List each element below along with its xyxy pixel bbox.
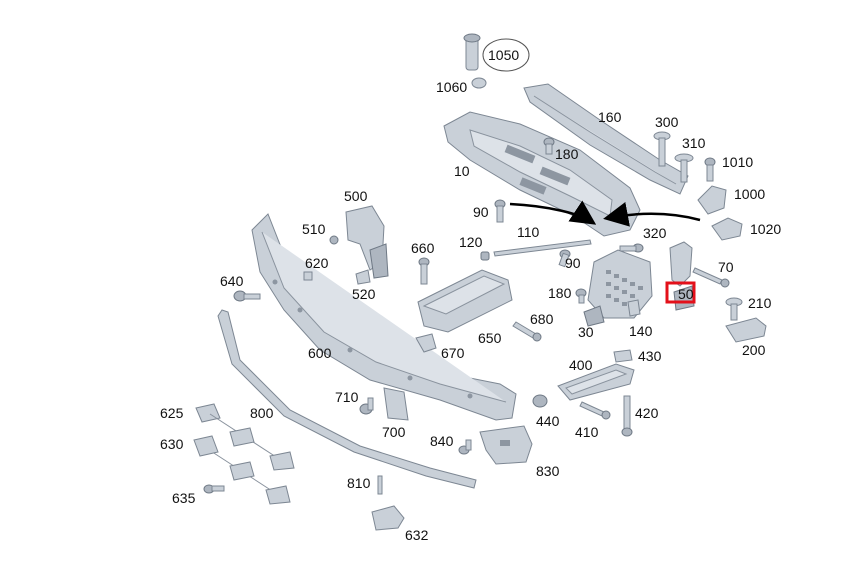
part-320-screw[interactable] [619, 243, 644, 253]
label-600: 600 [308, 345, 332, 361]
part-625-clip[interactable] [195, 403, 221, 423]
label-50: 50 [678, 286, 694, 302]
label-700: 700 [382, 424, 406, 440]
part-620-clip[interactable] [303, 271, 313, 281]
label-1020: 1020 [750, 221, 781, 237]
part-440-nut[interactable] [532, 394, 548, 408]
part-510-washer[interactable] [329, 235, 339, 245]
label-180-lower: 180 [548, 285, 572, 301]
part-50-bracket[interactable] [669, 241, 695, 311]
part-140-clip[interactable] [627, 299, 641, 317]
part-420-bolt[interactable] [621, 395, 633, 437]
label-1060: 1060 [436, 79, 467, 95]
label-620: 620 [305, 255, 329, 271]
label-90-right: 90 [565, 255, 581, 271]
label-650: 650 [478, 330, 502, 346]
part-160-rail[interactable] [523, 83, 689, 195]
assembly-arrow-right [603, 202, 701, 227]
label-810: 810 [347, 475, 371, 491]
part-680-bolt[interactable] [512, 321, 542, 342]
part-840-bolt[interactable] [458, 439, 472, 455]
part-410-bolt[interactable] [579, 401, 611, 420]
part-710-bolt[interactable] [359, 397, 374, 415]
label-670: 670 [441, 345, 465, 361]
label-310: 310 [682, 135, 706, 151]
part-300-bolt[interactable] [653, 131, 671, 167]
label-210: 210 [748, 295, 772, 311]
label-1050: 1050 [488, 47, 519, 63]
part-810-stud[interactable] [377, 475, 383, 495]
part-180-bolt-lower[interactable] [575, 288, 587, 304]
label-200: 200 [742, 342, 766, 358]
part-430-clip[interactable] [613, 349, 633, 363]
part-180-bolt-upper[interactable] [543, 137, 555, 155]
label-70: 70 [718, 259, 734, 275]
part-1000-bracket[interactable] [697, 185, 727, 215]
highlight-box-50 [665, 281, 696, 304]
label-800: 800 [250, 405, 274, 421]
label-630: 630 [160, 436, 184, 452]
label-625: 625 [160, 405, 184, 421]
label-10: 10 [454, 163, 470, 179]
part-830-bracket[interactable] [479, 425, 533, 465]
label-640: 640 [220, 273, 244, 289]
part-210-bolt[interactable] [725, 297, 743, 321]
part-635-bolt[interactable] [203, 484, 225, 494]
part-1050-bolt[interactable] [463, 33, 530, 72]
assembly-arrow-left [509, 200, 597, 225]
label-400: 400 [569, 357, 593, 373]
label-635: 635 [172, 490, 196, 506]
label-1010: 1010 [722, 154, 753, 170]
part-800-sensor-bracket[interactable] [209, 413, 295, 471]
part-600-bumper-beam[interactable] [251, 213, 517, 421]
label-320: 320 [643, 225, 667, 241]
part-500-bracket[interactable] [345, 205, 389, 279]
label-632: 632 [405, 527, 429, 543]
label-520: 520 [352, 286, 376, 302]
part-630-sensor-bracket[interactable] [193, 435, 291, 505]
part-670-clip[interactable] [415, 333, 437, 353]
part-632-bracket[interactable] [371, 505, 405, 531]
label-410: 410 [575, 424, 599, 440]
part-90-bolt-right[interactable] [558, 249, 571, 268]
label-110: 110 [517, 224, 540, 240]
label-680: 680 [530, 311, 554, 327]
part-650-crash-box[interactable] [417, 269, 513, 333]
part-1020-bracket[interactable] [711, 217, 743, 241]
label-300: 300 [655, 114, 679, 130]
label-830: 830 [536, 463, 560, 479]
part-30-bracket[interactable] [583, 249, 653, 327]
label-180-upper: 180 [555, 146, 579, 162]
label-90-left: 90 [473, 204, 489, 220]
label-840: 840 [430, 433, 454, 449]
part-200-bracket[interactable] [725, 317, 767, 343]
label-120: 120 [459, 234, 483, 250]
label-500: 500 [344, 188, 368, 204]
label-510: 510 [302, 221, 326, 237]
part-lower-trim-strip[interactable] [217, 309, 477, 489]
label-430: 430 [638, 348, 662, 364]
label-440: 440 [536, 413, 560, 429]
part-110-rod[interactable] [493, 239, 592, 257]
label-30: 30 [578, 324, 594, 340]
label-710: 710 [335, 389, 359, 405]
label-420: 420 [635, 405, 659, 421]
part-70-bolt[interactable] [692, 267, 730, 288]
label-160: 160 [598, 109, 622, 125]
part-700-bracket[interactable] [383, 387, 409, 421]
part-1010-bolt[interactable] [704, 157, 716, 182]
label-1000: 1000 [734, 186, 765, 202]
part-90-bolt-left[interactable] [494, 199, 506, 223]
part-400-crash-box[interactable] [557, 363, 635, 401]
part-660-bolt[interactable] [418, 257, 430, 285]
label-140: 140 [629, 323, 653, 339]
part-520-clip[interactable] [355, 269, 371, 285]
part-310-stud[interactable] [674, 153, 694, 183]
part-640-bolt[interactable] [233, 290, 261, 302]
part-1060-nut[interactable] [471, 77, 487, 89]
label-660: 660 [411, 240, 435, 256]
part-120-nut[interactable] [480, 251, 490, 261]
